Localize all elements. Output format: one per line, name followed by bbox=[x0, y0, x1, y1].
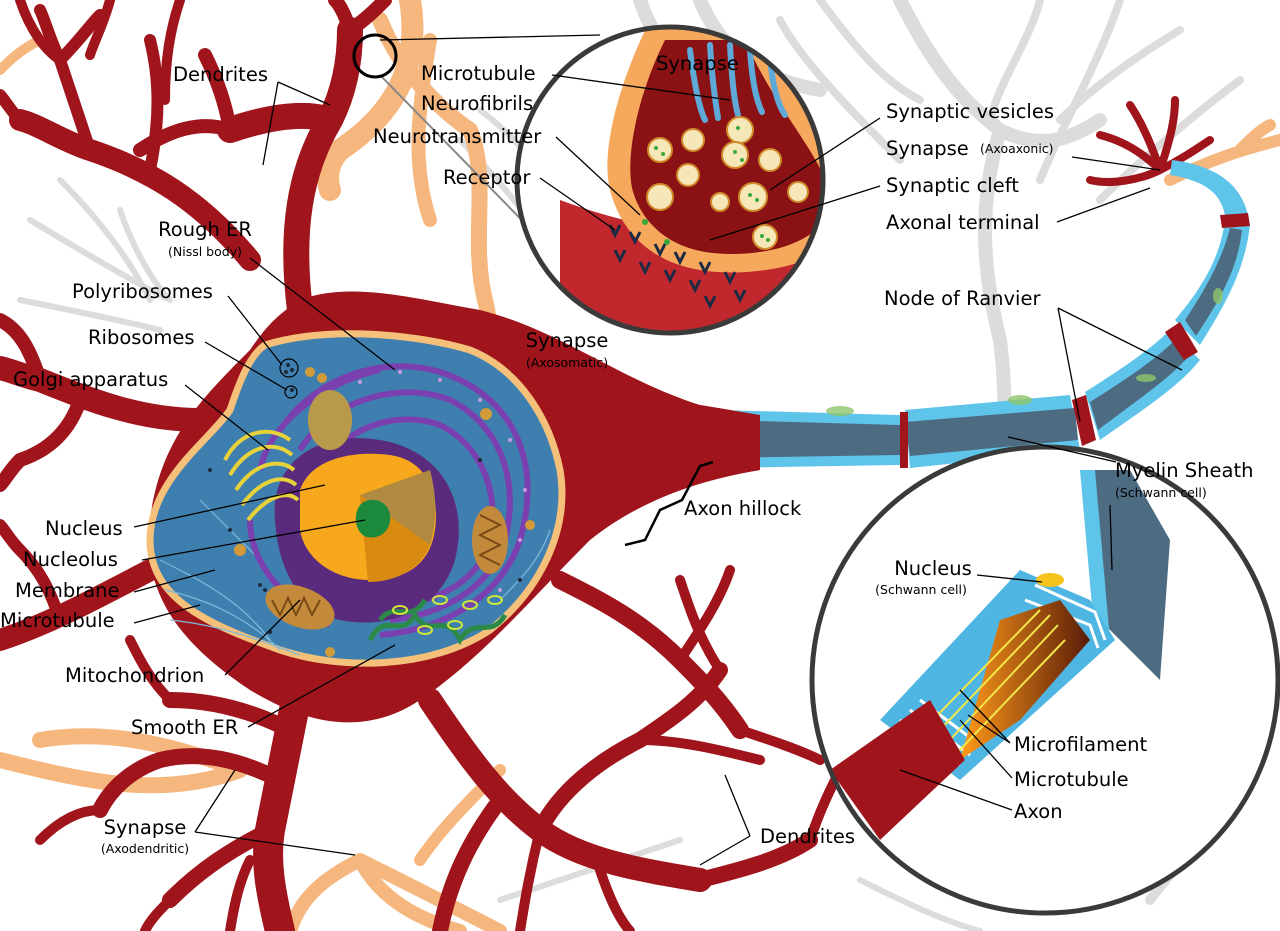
label-dendrites-top: Dendrites bbox=[173, 63, 268, 86]
label-nucleus-schwann: Nucleus bbox=[894, 557, 972, 580]
polyribosomes-marker bbox=[279, 358, 299, 378]
axon-hillock bbox=[700, 405, 760, 480]
rough-er bbox=[247, 363, 531, 638]
label-axon-hillock: Axon hillock bbox=[684, 497, 802, 520]
label-nucleolus: Nucleolus bbox=[23, 548, 118, 571]
axon-hillock-bracket bbox=[624, 460, 714, 547]
label-nucleus-schwann-sub: (Schwann cell) bbox=[875, 582, 967, 597]
myelin-nuclei bbox=[826, 288, 1223, 416]
label-rough-er-sub: (Nissl body) bbox=[168, 244, 242, 259]
label-neurotransmitter: Neurotransmitter bbox=[373, 125, 542, 148]
mitochondria bbox=[265, 390, 508, 630]
label-neurofibrils: Neurofibrils bbox=[421, 92, 533, 115]
label-synapse-axodendritic-sub: (Axodendritic) bbox=[101, 841, 189, 856]
label-axon: Axon bbox=[1014, 800, 1063, 823]
label-rough-er: Rough ER bbox=[158, 218, 252, 241]
label-receptor: Receptor bbox=[443, 166, 531, 189]
synapse-inset-frame bbox=[514, 24, 826, 336]
smooth-er-vesicles bbox=[392, 595, 503, 635]
smooth-er bbox=[367, 598, 508, 646]
label-synapse-axoaxonic-sub: (Axoaxonic) bbox=[980, 141, 1054, 156]
dendrite-branches bbox=[0, 0, 1214, 931]
rough-er-ribosome-dots bbox=[328, 370, 527, 592]
label-nucleus: Nucleus bbox=[45, 517, 123, 540]
label-synapse-axoaxonic: Synapse bbox=[886, 137, 969, 160]
synapse-zoom-marker bbox=[352, 33, 398, 79]
label-synapse-axosomatic-sub: (Axosomatic) bbox=[526, 355, 608, 370]
label-synapse-inset: Synapse bbox=[656, 52, 739, 75]
label-polyribosomes: Polyribosomes bbox=[72, 280, 213, 303]
label-membrane: Membrane bbox=[15, 579, 120, 602]
label-axonal-terminal: Axonal terminal bbox=[886, 211, 1040, 234]
label-synaptic-cleft: Synaptic cleft bbox=[886, 174, 1019, 197]
label-synaptic-vesicles: Synaptic vesicles bbox=[886, 100, 1054, 123]
label-ribosomes: Ribosomes bbox=[88, 326, 195, 349]
label-dendrites-bottom: Dendrites bbox=[760, 825, 855, 848]
label-mitochondrion: Mitochondrion bbox=[65, 664, 204, 687]
golgi-apparatus bbox=[223, 429, 300, 522]
label-microtubule-left: Microtubule bbox=[0, 609, 115, 632]
label-microfilament: Microfilament bbox=[1014, 733, 1147, 756]
axon-shaft bbox=[720, 160, 1250, 468]
label-node-of-ranvier: Node of Ranvier bbox=[884, 287, 1041, 310]
label-synapse-axodendritic: Synapse bbox=[104, 816, 187, 839]
label-myelin-sheath-sub: (Schwann cell) bbox=[1115, 485, 1207, 500]
cytoplasm-granules bbox=[234, 367, 535, 657]
label-smooth-er: Smooth ER bbox=[131, 716, 238, 739]
nucleus-organelle bbox=[274, 438, 459, 623]
leader-lines bbox=[133, 74, 1183, 866]
axon-cross-section-inset bbox=[812, 447, 1278, 913]
ribosomes-marker bbox=[284, 385, 298, 399]
diagram-labels: Dendrites Rough ER (Nissl body) Polyribo… bbox=[0, 52, 1253, 856]
ribosome-dots bbox=[208, 363, 522, 634]
label-microtubule-top: Microtubule bbox=[421, 62, 536, 85]
label-golgi-apparatus: Golgi apparatus bbox=[13, 368, 168, 391]
axon-inset-frame bbox=[809, 444, 1280, 916]
label-synapse-axosomatic: Synapse bbox=[526, 329, 609, 352]
nucleolus-organelle bbox=[355, 499, 391, 538]
label-microtubule-inset: Microtubule bbox=[1014, 768, 1129, 791]
label-myelin-sheath: Myelin Sheath bbox=[1115, 459, 1253, 482]
